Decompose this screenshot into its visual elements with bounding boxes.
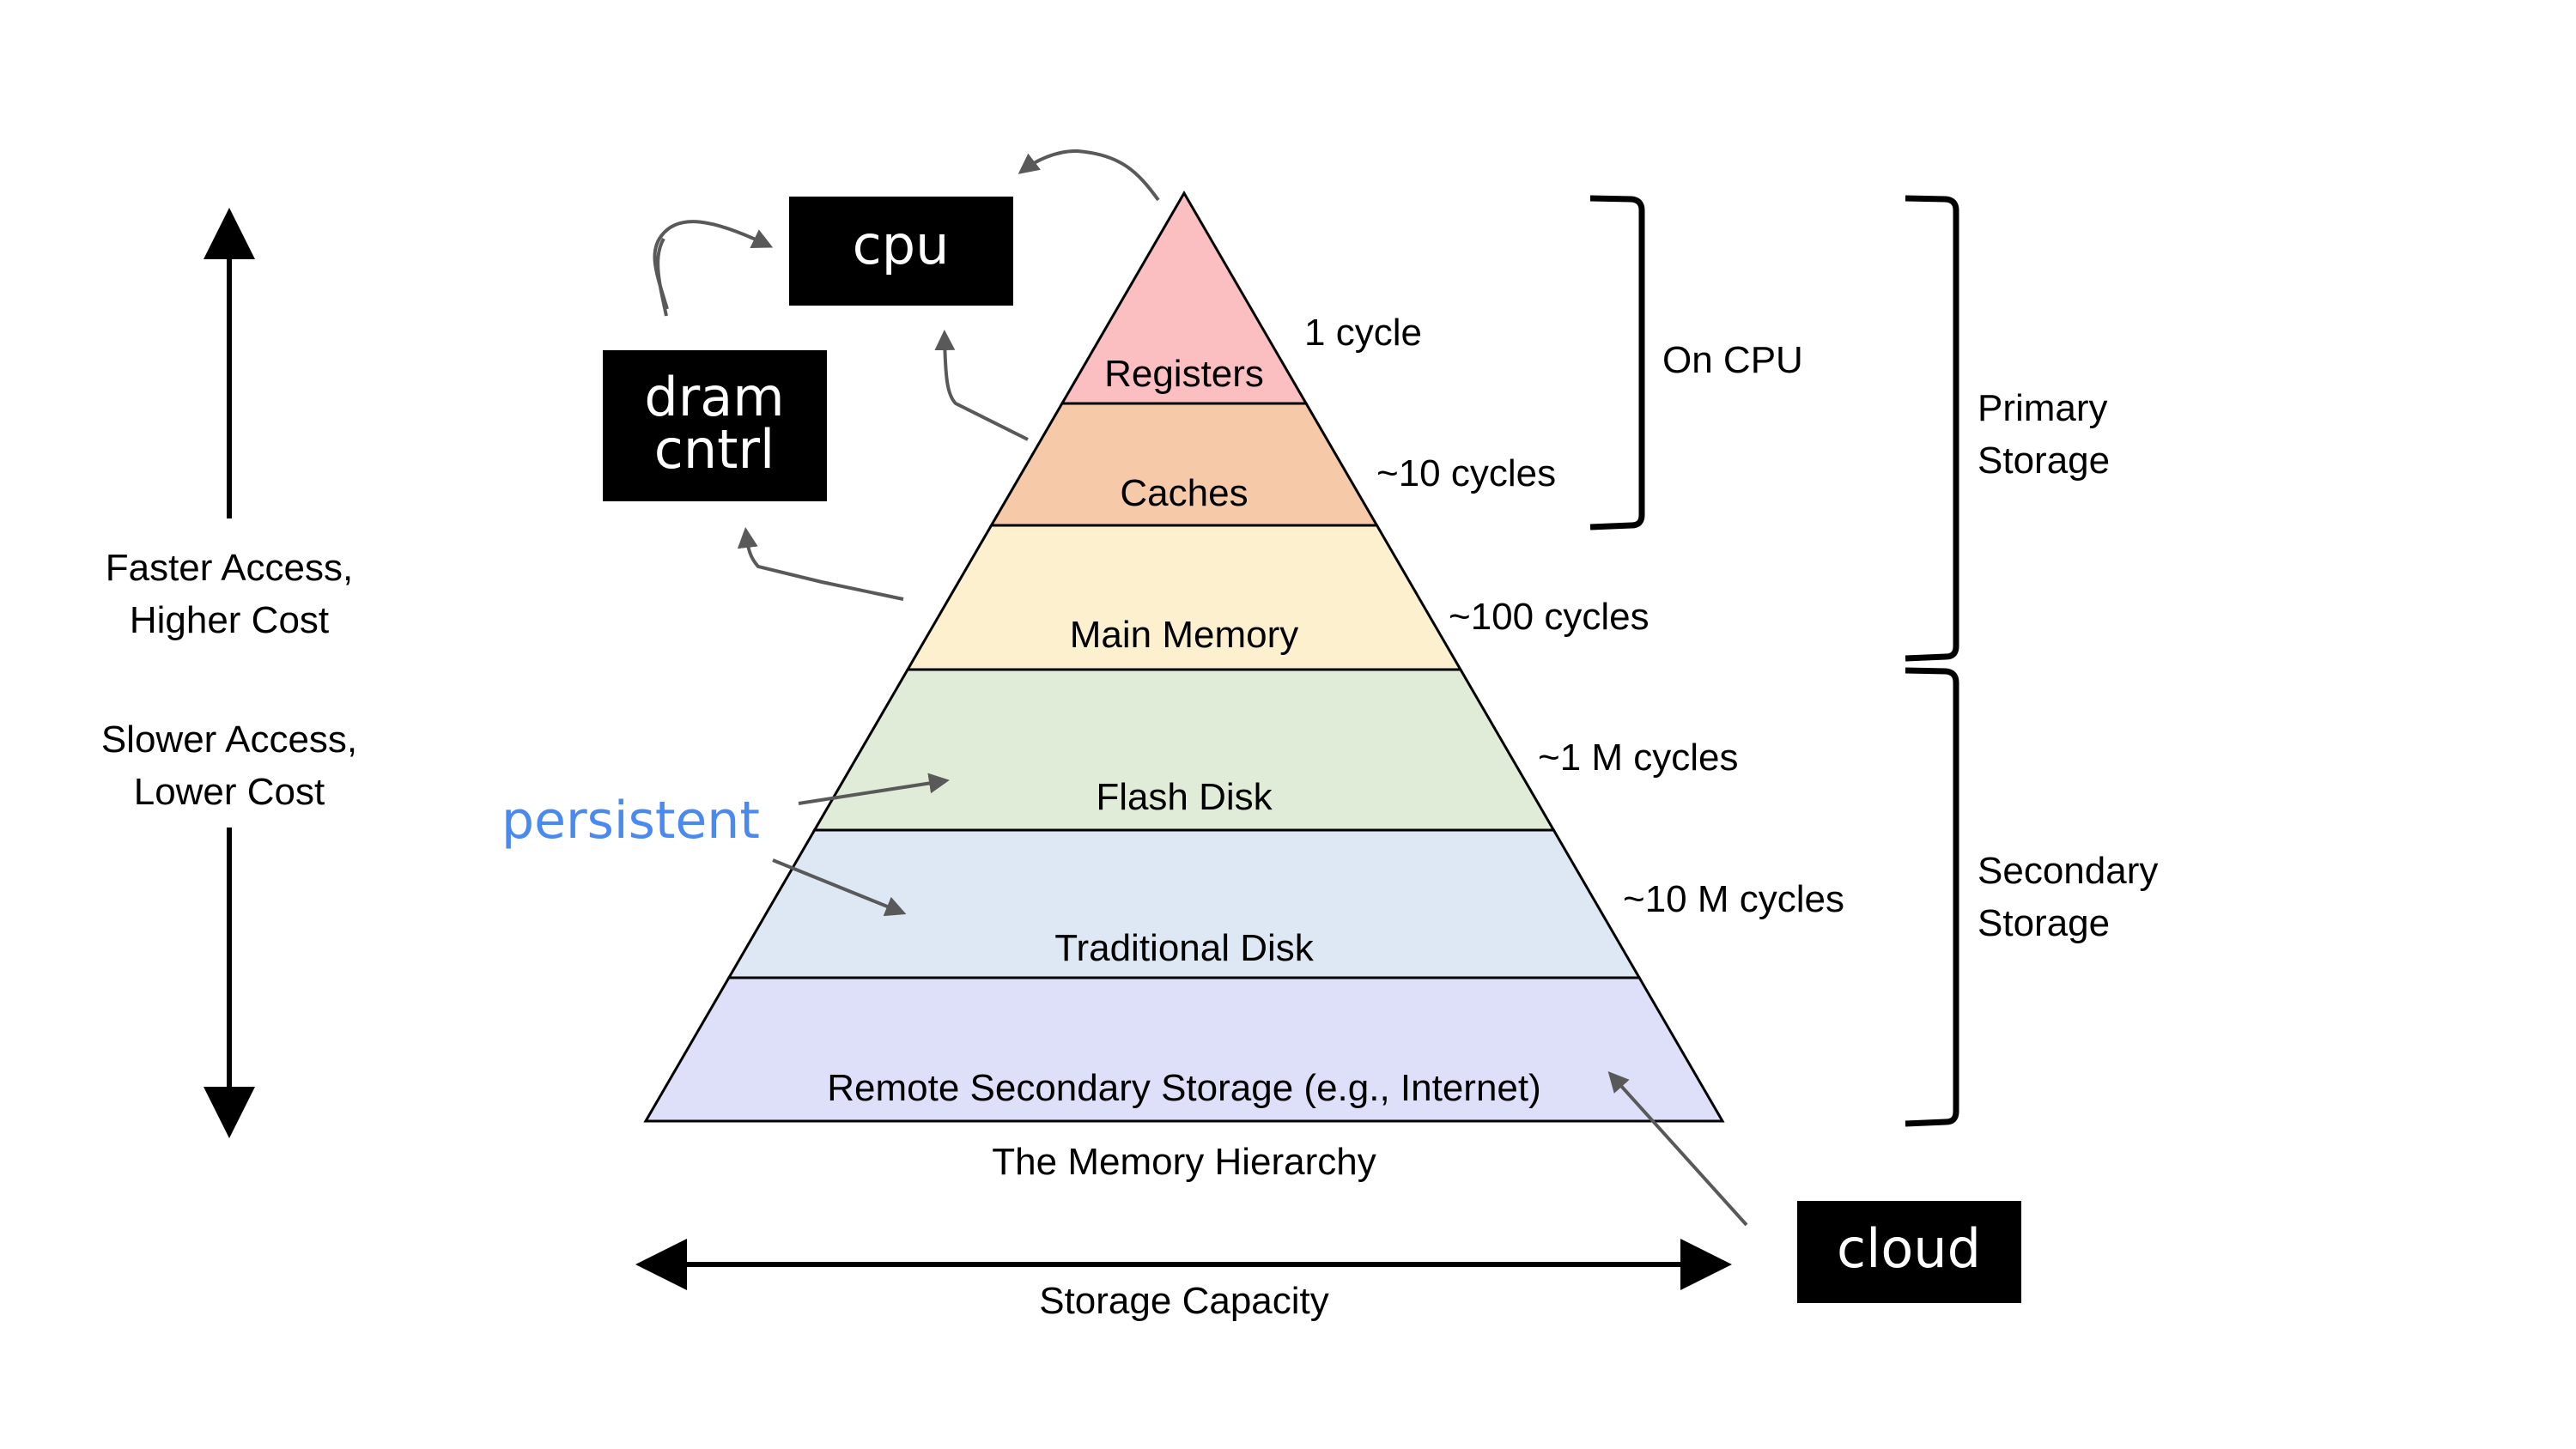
cloud-box: [1797, 1201, 2021, 1303]
level-label-registers: Registers: [1104, 353, 1264, 395]
persistent-label: persistent: [501, 791, 760, 851]
latency-main-memory: ~100 cycles: [1449, 596, 1649, 638]
level-label-traditional-disk: Traditional Disk: [1054, 927, 1315, 969]
pyramid: [643, 191, 1725, 1123]
memory-to-dram-arrow-icon: [737, 527, 904, 601]
primary-storage-bracket: [1905, 195, 1959, 662]
lower-cost-label: Lower Cost: [134, 771, 325, 813]
persistent-to-disk-arrow-icon: [772, 858, 907, 917]
latency-flash-disk: ~1 M cycles: [1538, 737, 1739, 779]
latency-registers: 1 cycle: [1304, 312, 1422, 354]
dram-to-cpu-arrow-icon: [653, 220, 774, 310]
caches-to-cpu-arrow-icon: [934, 330, 1029, 441]
on-cpu-label: On CPU: [1662, 339, 1803, 381]
registers-to-cpu-arrow-icon: [1018, 149, 1160, 202]
persistent-to-flash-arrow-icon: [798, 773, 950, 805]
slower-access-label: Slower Access,: [101, 718, 357, 761]
level-label-caches: Caches: [1120, 472, 1248, 514]
secondary-storage-label: Storage: [1978, 902, 2110, 944]
secondary-label: Secondary: [1978, 850, 2158, 892]
cpu-to-dram-arrow-icon: [656, 237, 668, 317]
level-label-main-memory: Main Memory: [1070, 614, 1299, 656]
cpu-label: cpu: [853, 214, 950, 276]
secondary-storage-bracket: [1905, 667, 1959, 1127]
faster-access-label: Faster Access,: [106, 547, 354, 589]
level-label-remote-storage: Remote Secondary Storage (e.g., Internet…: [827, 1067, 1541, 1109]
latency-traditional-disk: ~10 M cycles: [1623, 878, 1844, 920]
primary-storage-label: Storage: [1978, 440, 2110, 482]
dram-label: dram: [644, 366, 784, 428]
cloud-label: cloud: [1837, 1217, 1981, 1280]
pyramid-level-remote-storage: [643, 976, 1725, 1123]
primary-label: Primary: [1978, 387, 2108, 429]
latency-caches: ~10 cycles: [1376, 452, 1556, 494]
cloud-to-remote-arrow-icon: [1607, 1071, 1748, 1227]
on-cpu-bracket: [1589, 195, 1645, 530]
level-label-flash-disk: Flash Disk: [1096, 776, 1273, 818]
cpu-box: [789, 197, 1013, 306]
dram-controller-box: [603, 350, 827, 501]
cntrl-label: cntrl: [654, 418, 775, 481]
storage-capacity-label: Storage Capacity: [1039, 1280, 1329, 1322]
diagram-title: The Memory Hierarchy: [992, 1141, 1376, 1183]
higher-cost-label: Higher Cost: [130, 599, 329, 641]
